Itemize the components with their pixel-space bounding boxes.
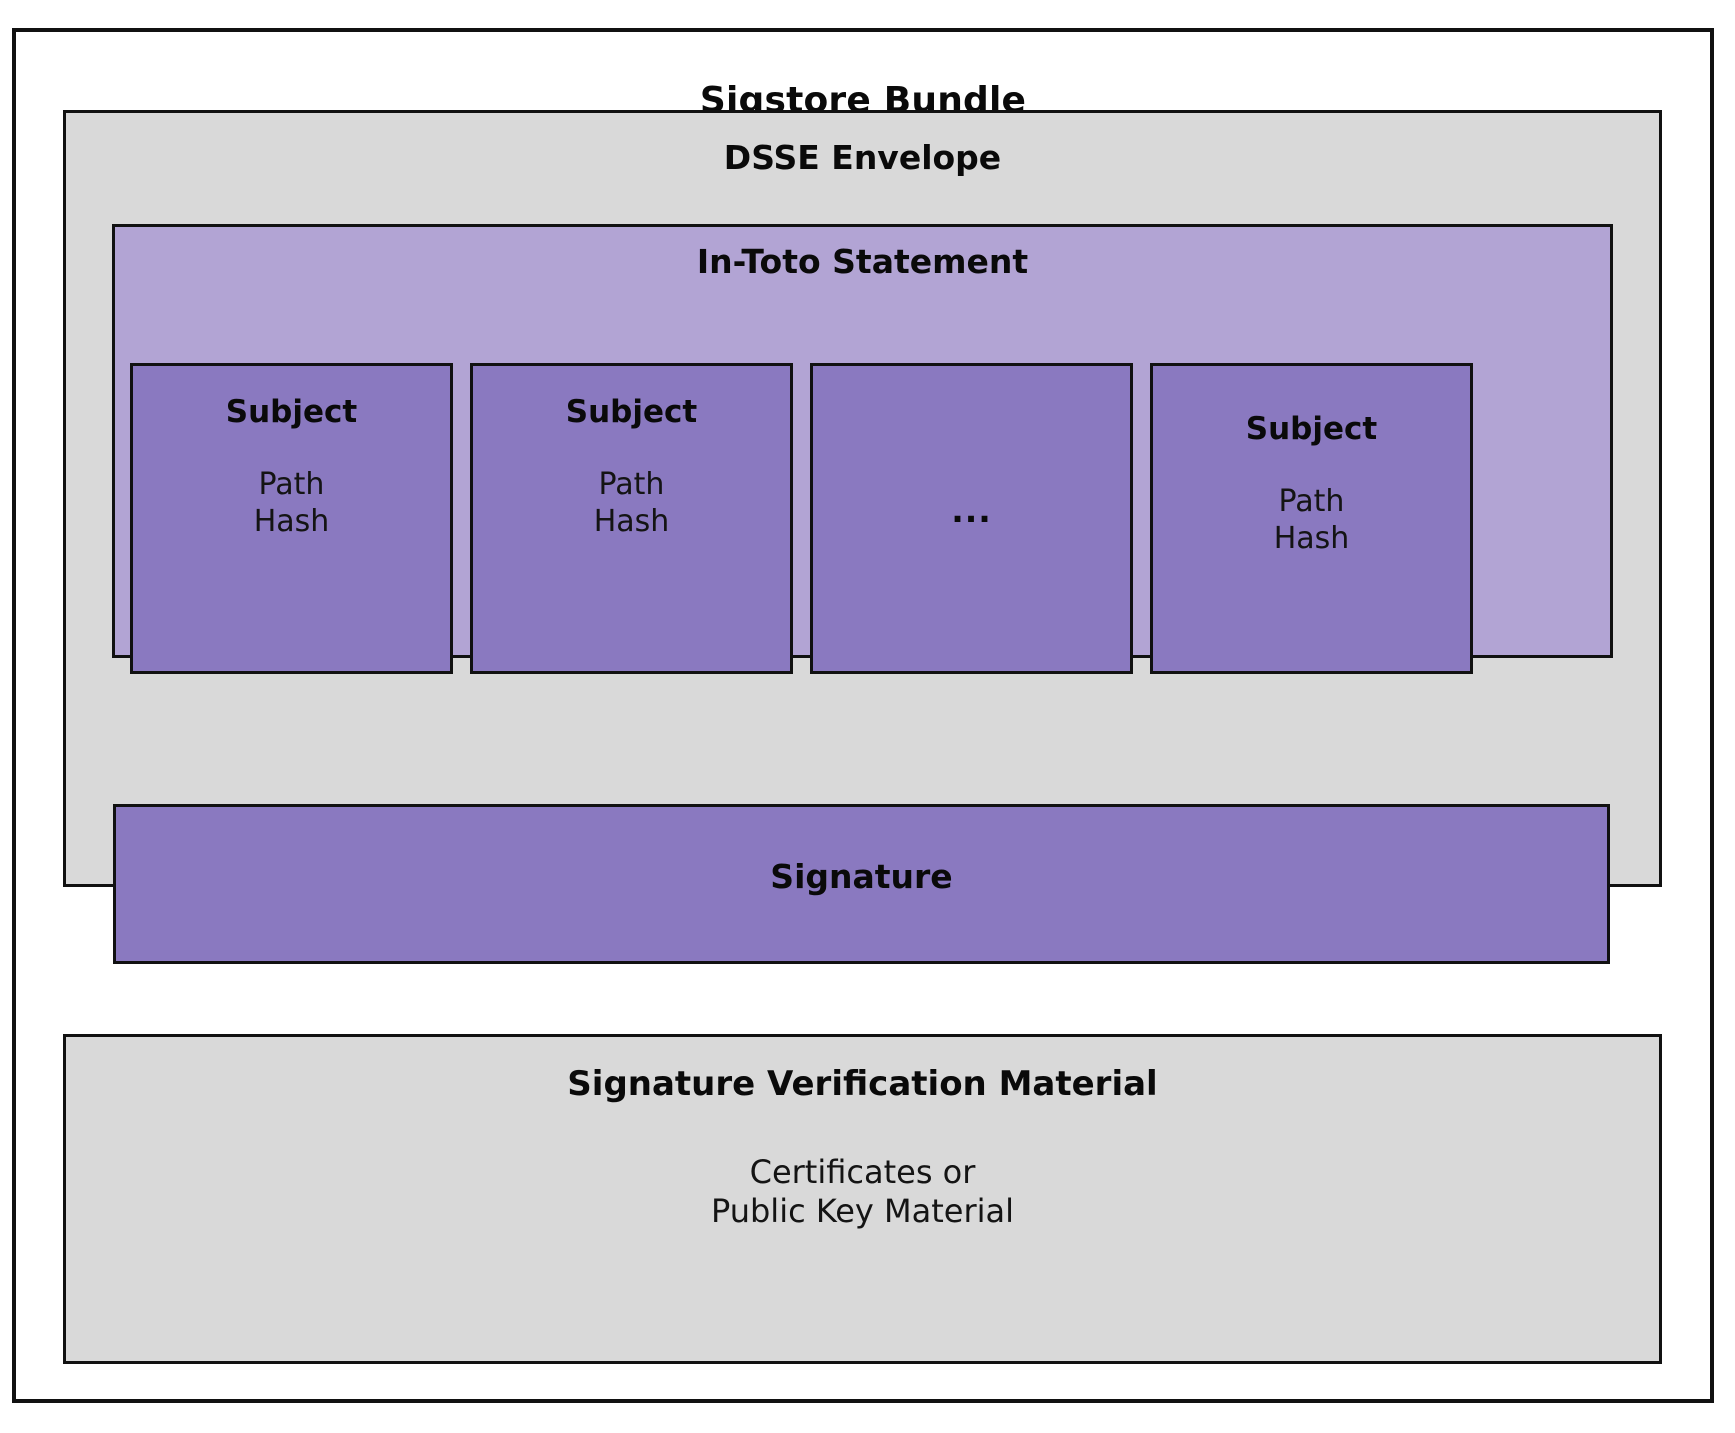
signature-label: Signature (770, 857, 953, 896)
subject-fields-2: Path Hash (593, 467, 670, 539)
subject-box-ellipsis: ... (810, 363, 1133, 674)
subject-label-2: Subject (565, 394, 698, 430)
subject-fields-4: Path Hash (1273, 484, 1350, 556)
subject-fields-1: Path Hash (253, 467, 330, 539)
subject-label-1: Subject (225, 394, 358, 430)
dsse-envelope-label: DSSE Envelope (723, 138, 1002, 177)
signature-verification-material-label: Signature Verification Material (567, 1064, 1158, 1104)
subject-box-1: Subject Path Hash (130, 363, 453, 674)
subject-box-2: Subject Path Hash (470, 363, 793, 674)
signature-box: Signature (113, 804, 1610, 964)
signature-verification-material-box: Signature Verification Material Certific… (63, 1034, 1662, 1364)
signature-verification-material-body: Certificates or Public Key Material (710, 1153, 1015, 1231)
subject-label-4: Subject (1245, 411, 1378, 447)
subject-box-4: Subject Path Hash (1150, 363, 1473, 674)
ellipsis-icon: ... (951, 491, 992, 530)
in-toto-statement-label: In-Toto Statement (696, 242, 1029, 281)
